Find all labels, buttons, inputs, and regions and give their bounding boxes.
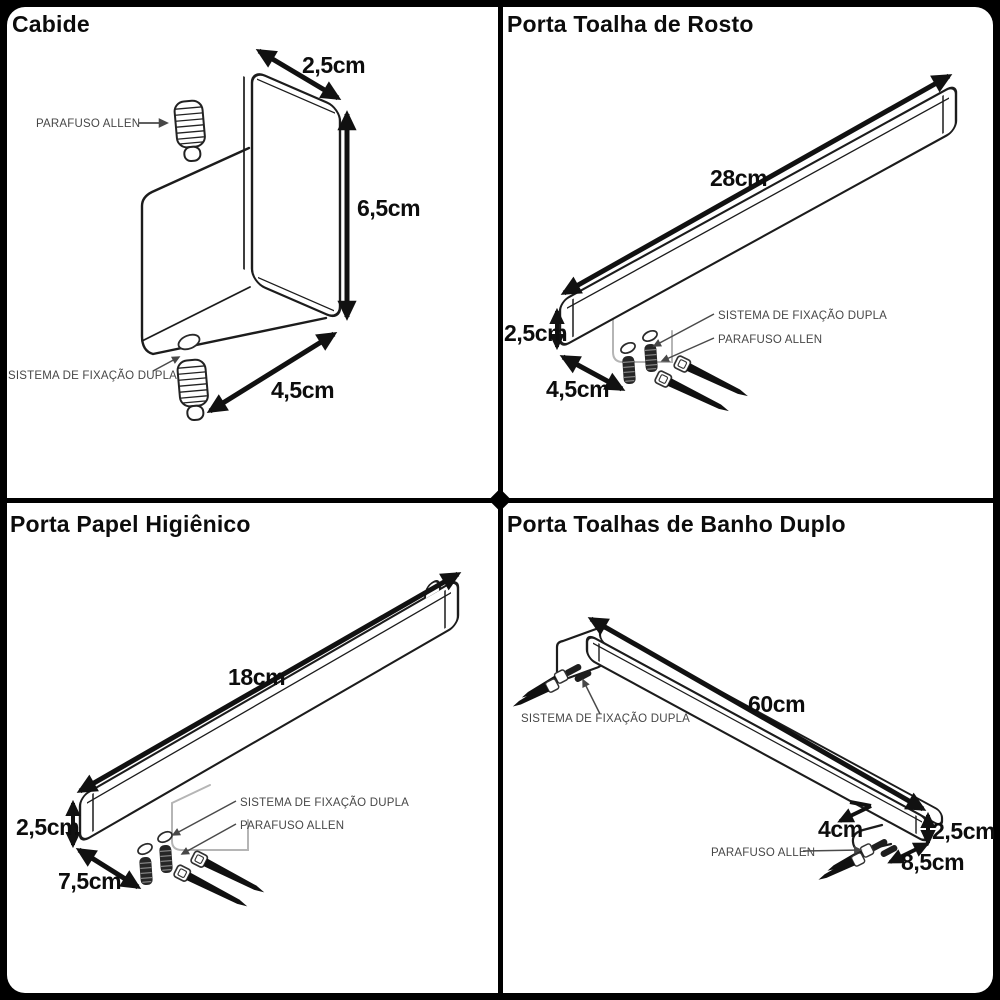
mounting-screw-icon: [654, 370, 729, 412]
mounting-screw-icon: [673, 355, 748, 397]
porta-toalha-rosto-diagram: 28cm 2,5cm 4,5cm SISTEMA DE FIXAÇÃO DUPL…: [504, 73, 958, 412]
label-sistema-fixacao: SISTEMA DE FIXAÇÃO DUPLA: [240, 796, 409, 809]
mounting-screw-icon: [512, 678, 560, 707]
leader-parafuso: [802, 846, 863, 855]
dim-depth-value: 8,5cm: [901, 849, 964, 875]
panel-title: Cabide: [12, 11, 90, 37]
dim-depth-value: 4,5cm: [546, 376, 609, 402]
label-sistema-fixacao: SISTEMA DE FIXAÇÃO DUPLA: [8, 369, 177, 382]
dim-arrow-depth: [255, 48, 342, 101]
dim-width-value: 4,5cm: [271, 377, 334, 403]
dim-length-value: 60cm: [748, 691, 805, 717]
dim-depth-value: 2,5cm: [302, 52, 365, 78]
wall-bracket-graphic: [171, 784, 249, 851]
dim-gap-step: [849, 800, 872, 808]
dim-height-value: 2,5cm: [16, 814, 79, 840]
fixation-peg-icon: [622, 355, 636, 385]
towel-bar-graphic: [558, 86, 958, 346]
dim-arrow-depth: [559, 354, 626, 392]
wall-plate-outline: [140, 146, 328, 356]
dim-arrow-length: [587, 616, 927, 812]
leader-parafuso: [660, 337, 715, 362]
panel-title: Porta Toalha de Rosto: [507, 11, 754, 37]
panel-title: Porta Papel Higiênico: [10, 511, 251, 537]
fixation-peg-icon: [139, 856, 153, 886]
label-sistema-fixacao: SISTEMA DE FIXAÇÃO DUPLA: [521, 712, 690, 725]
panel-porta-papel-higienico: Porta Papel Higiênico: [0, 500, 500, 1000]
fixation-peg-icon: [159, 844, 173, 874]
dim-arrow-length: [76, 571, 462, 794]
dim-height-value: 6,5cm: [357, 195, 420, 221]
leader-sistema: [152, 356, 181, 372]
label-parafuso-allen: PARAFUSO ALLEN: [36, 118, 140, 130]
panel-cabide: Cabide: [0, 0, 500, 500]
mounting-screw-icon: [818, 852, 866, 880]
mounting-hole: [137, 842, 153, 856]
label-parafuso-allen: PARAFUSO ALLEN: [718, 334, 822, 346]
label-sistema-fixacao: SISTEMA DE FIXAÇÃO DUPLA: [718, 309, 887, 322]
dim-length-value: 18cm: [228, 664, 285, 690]
dim-length-value: 28cm: [710, 165, 767, 191]
dim-arrow-depth: [75, 847, 142, 890]
cabide-diagram: 2,5cm 6,5cm 4,5cm PARAFUSO ALLEN SISTEMA…: [8, 48, 421, 422]
wall-plate-bottom-edge: [141, 286, 251, 342]
hook-body-graphic: [140, 73, 342, 356]
fixation-peg-icon: [574, 670, 592, 682]
mounting-hole: [642, 329, 658, 343]
dim-height-value: 2,5cm: [504, 320, 567, 346]
dim-depth-value: 7,5cm: [58, 868, 121, 894]
label-parafuso-allen: PARAFUSO ALLEN: [240, 820, 344, 832]
mounting-screw-icon: [190, 850, 265, 893]
panel-porta-toalhas-banho-duplo: Porta Toalhas de Banho Duplo: [500, 500, 1000, 1000]
mounting-hole: [177, 333, 201, 351]
dim-height-value: 2,5cm: [932, 818, 995, 844]
leader-sistema: [582, 678, 601, 715]
mounting-screw-icon: [173, 864, 248, 907]
leader-parafuso: [180, 823, 237, 855]
front-towel-bar-graphic: [585, 635, 930, 842]
porta-papel-higienico-diagram: 18cm 2,5cm 7,5cm SISTEMA DE FIXAÇÃO DUPL…: [16, 571, 462, 907]
fixation-peg-icon: [564, 664, 582, 676]
fixation-peg-icon: [644, 343, 658, 373]
panel-porta-toalha-rosto: Porta Toalha de Rosto: [500, 0, 1000, 500]
dim-arrow-gap: [837, 804, 872, 823]
dim-arrow-length: [560, 73, 953, 296]
leader-sistema: [171, 800, 237, 836]
mounting-hole: [620, 341, 636, 355]
hook-front-plate: [243, 73, 342, 318]
allen-stud-top-icon: [173, 99, 206, 163]
allen-stud-bottom-icon: [176, 358, 209, 422]
porta-toalhas-banho-duplo-diagram: 60cm 4cm 2,5cm 8,5cm SISTEMA DE FIXAÇÃO …: [512, 616, 996, 880]
leader-sistema: [652, 313, 715, 347]
panel-title: Porta Toalhas de Banho Duplo: [507, 511, 846, 537]
fixation-peg-icon: [870, 839, 888, 851]
dim-gap-value: 4cm: [818, 816, 863, 842]
dim-arrow-depth: [887, 842, 930, 864]
dim-arrow-width: [206, 331, 338, 414]
label-parafuso-allen: PARAFUSO ALLEN: [711, 847, 815, 859]
